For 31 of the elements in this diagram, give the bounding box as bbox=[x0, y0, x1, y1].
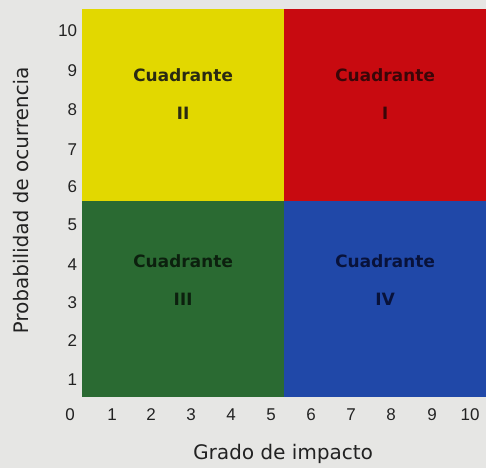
axis-tick-label: 7 bbox=[66, 140, 77, 160]
axis-tick-label: 5 bbox=[66, 215, 77, 235]
axis-tick-label: 9 bbox=[66, 61, 77, 81]
axis-tick-label: 3 bbox=[66, 293, 77, 313]
axis-tick-label: 2 bbox=[145, 405, 157, 425]
quadrant-label: Cuadrante III bbox=[133, 251, 233, 312]
axis-tick-label: 0 bbox=[64, 405, 76, 425]
axis-tick-label: 10 bbox=[57, 21, 77, 41]
axis-tick-label: 8 bbox=[385, 405, 397, 425]
axis-tick-label: 7 bbox=[345, 405, 357, 425]
axis-title: Probabilidad de ocurrencia bbox=[9, 66, 33, 334]
axis-tick-label: 10 bbox=[460, 405, 480, 425]
axis-tick-label: 5 bbox=[265, 405, 277, 425]
axis-tick-label: 3 bbox=[185, 405, 197, 425]
axis-tick-label: 9 bbox=[426, 405, 438, 425]
quadrant-label: Cuadrante I bbox=[335, 65, 435, 126]
quadrant bbox=[82, 201, 284, 397]
axis-tick-label: 6 bbox=[305, 405, 317, 425]
axis-tick-label: 1 bbox=[66, 370, 77, 390]
quadrant bbox=[284, 201, 486, 397]
quadrant-label: Cuadrante IV bbox=[335, 251, 435, 312]
quadrant bbox=[284, 9, 486, 201]
axis-tick-label: 1 bbox=[106, 405, 118, 425]
axis-tick-label: 6 bbox=[66, 177, 77, 197]
axis-tick-label: 4 bbox=[225, 405, 237, 425]
axis-tick-label: 4 bbox=[66, 255, 77, 275]
quadrant-label: Cuadrante II bbox=[133, 65, 233, 126]
axis-tick-label: 2 bbox=[66, 331, 77, 351]
axis-tick-label: 8 bbox=[66, 100, 77, 120]
axis-title: Grado de impacto bbox=[193, 440, 373, 464]
quadrant bbox=[82, 9, 284, 201]
